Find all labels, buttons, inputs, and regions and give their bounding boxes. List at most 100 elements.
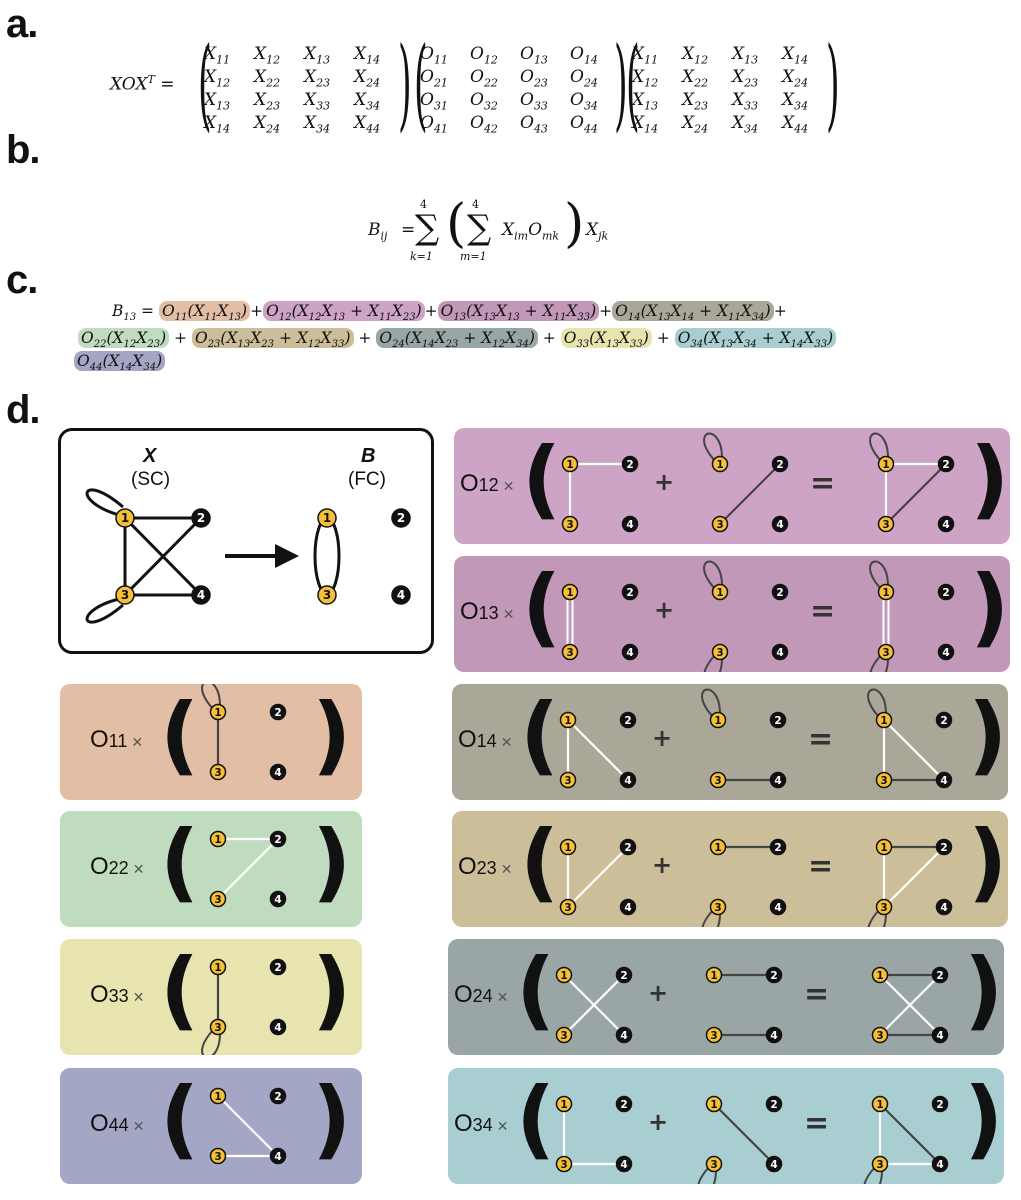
eq-c-term: O23(X13X23 + X12X33) (191, 328, 354, 350)
svg-text:2: 2 (274, 834, 281, 846)
node-2: 2 (615, 1095, 633, 1113)
matrix-1-cell: O13 (520, 44, 548, 67)
matrix-1-cell: O33 (520, 90, 548, 113)
node-1: 1 (875, 711, 893, 729)
svg-text:2: 2 (942, 459, 949, 471)
node-2: 2 (191, 508, 211, 528)
matrix-2-cell: X34 (732, 113, 759, 136)
svg-text:3: 3 (566, 647, 573, 659)
eq-c-term: O14(X13X14 + X11X34) (612, 301, 774, 323)
matrix-1-cell: O21 (420, 67, 448, 90)
node-2: 2 (937, 583, 955, 601)
matrix-0-cell: X23 (304, 67, 331, 90)
matrix-0-cell: X33 (304, 90, 331, 113)
plus-icon: + (648, 1108, 669, 1136)
matrix-2-cell: X13 (632, 90, 659, 113)
node-4: 4 (615, 1155, 633, 1173)
svg-text:2: 2 (620, 970, 627, 982)
self-loop-edge (703, 653, 723, 672)
svg-text:2: 2 (774, 715, 781, 727)
svg-text:3: 3 (882, 647, 889, 659)
node-3: 3 (705, 1155, 723, 1173)
self-loop-edge (697, 1165, 717, 1184)
equals-icon: = (810, 594, 836, 629)
self-loop-edge (201, 684, 221, 711)
svg-text:2: 2 (776, 459, 783, 471)
node-1: 1 (561, 583, 579, 601)
node-2: 2 (619, 838, 637, 856)
svg-text:4: 4 (274, 894, 281, 906)
edge (123, 516, 203, 597)
node-1: 1 (705, 966, 723, 984)
matrix-1-cell: O43 (520, 113, 548, 136)
node-1: 1 (209, 703, 227, 721)
matrix-1-cell: O44 (570, 113, 598, 136)
svg-text:2: 2 (274, 707, 281, 719)
equals-icon: = (808, 849, 834, 884)
self-loop-edge (85, 488, 124, 517)
matrix-2-cell: X13 (732, 44, 759, 67)
svg-text:2: 2 (624, 715, 631, 727)
matrix-1-cell: O14 (570, 44, 598, 67)
node-3: 3 (209, 763, 227, 781)
svg-text:2: 2 (770, 1099, 777, 1111)
node-3: 3 (705, 1026, 723, 1044)
node-3: 3 (709, 898, 727, 916)
legend-x-label: X (143, 445, 157, 467)
node-2: 2 (615, 966, 633, 984)
svg-text:2: 2 (274, 1091, 281, 1103)
svg-text:3: 3 (214, 767, 221, 779)
node-4: 4 (269, 763, 287, 781)
node-1: 1 (555, 966, 573, 984)
node-4: 4 (269, 1018, 287, 1036)
svg-text:3: 3 (566, 519, 573, 531)
matrix-2-cell: X11 (632, 44, 659, 67)
node-2: 2 (931, 1095, 949, 1113)
node-1: 1 (709, 711, 727, 729)
node-3: 3 (871, 1155, 889, 1173)
node-1: 1 (209, 958, 227, 976)
svg-text:2: 2 (776, 587, 783, 599)
svg-text:4: 4 (936, 1030, 943, 1042)
svg-text:4: 4 (197, 588, 205, 602)
node-1: 1 (561, 455, 579, 473)
eq-c-term: O22(X12X23) (78, 328, 170, 350)
node-1: 1 (875, 838, 893, 856)
svg-text:4: 4 (624, 902, 631, 914)
matrix-0-cell: X14 (354, 44, 381, 67)
times-icon: ✕ (500, 734, 513, 750)
node-1: 1 (317, 508, 337, 528)
plus-icon: + (652, 851, 673, 879)
node-3: 3 (209, 890, 227, 908)
matrix-0-cell: X11 (204, 44, 231, 67)
edge (719, 463, 781, 525)
node-4: 4 (937, 643, 955, 661)
self-loop-edge (703, 560, 723, 591)
node-2: 2 (621, 455, 639, 473)
svg-text:3: 3 (564, 902, 571, 914)
node-3: 3 (877, 643, 895, 661)
self-loop-edge (701, 688, 721, 719)
matrix-2-cell: X12 (682, 44, 709, 67)
times-icon: ✕ (502, 606, 515, 622)
matrix-2-cell: X44 (782, 113, 809, 136)
matrix-0-cell: X22 (254, 67, 281, 90)
svg-text:1: 1 (876, 970, 883, 982)
svg-text:1: 1 (214, 1091, 221, 1103)
node-2: 2 (391, 508, 411, 528)
node-4: 4 (935, 898, 953, 916)
svg-text:3: 3 (214, 1022, 221, 1034)
node-1: 1 (709, 838, 727, 856)
svg-text:2: 2 (397, 511, 405, 525)
svg-text:1: 1 (880, 715, 887, 727)
node-3: 3 (115, 585, 135, 605)
svg-text:3: 3 (560, 1030, 567, 1042)
self-loop-edge (869, 653, 889, 672)
node-1: 1 (871, 966, 889, 984)
svg-text:3: 3 (121, 588, 129, 602)
matrix-0-cell: X23 (254, 90, 281, 113)
legend-x-sub: (SC) (131, 469, 171, 490)
node-4: 4 (765, 1026, 783, 1044)
